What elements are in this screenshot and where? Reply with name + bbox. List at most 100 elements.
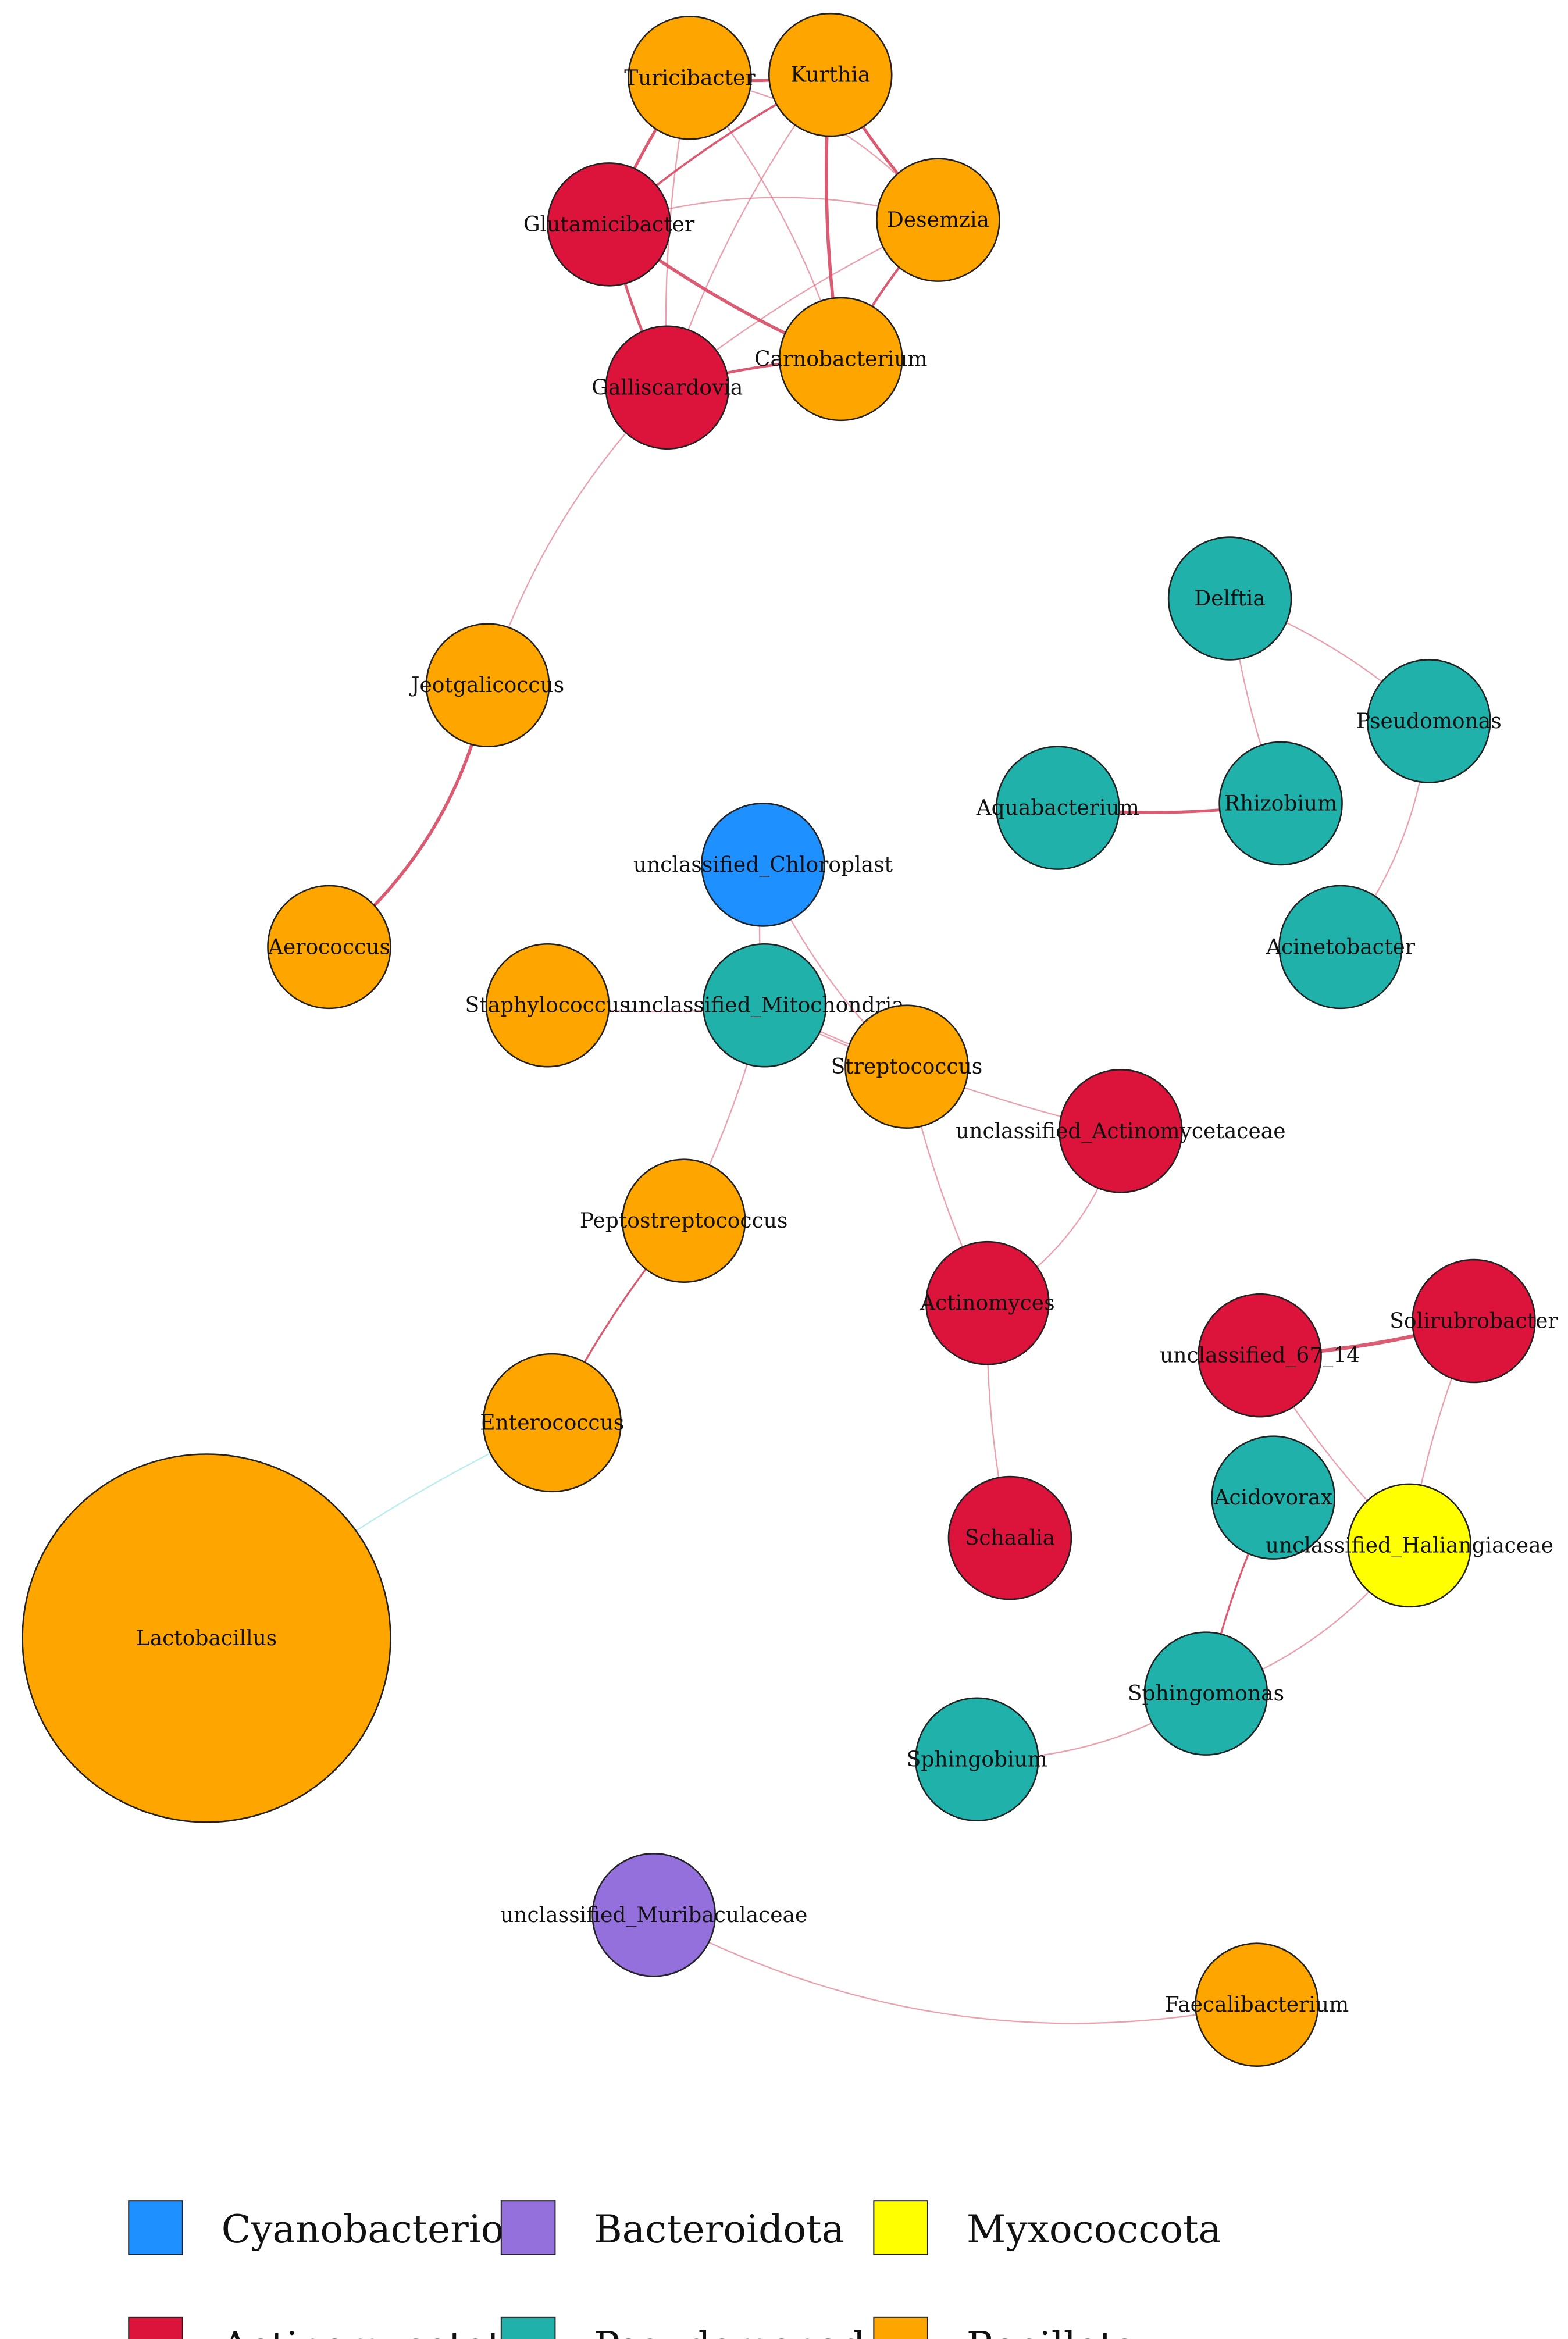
node-desemzia: Desemzia bbox=[876, 158, 1000, 282]
node-circle-streptococcus bbox=[844, 1004, 969, 1129]
node-circle-kurthia bbox=[768, 12, 893, 137]
node-aerococcus: Aerococcus bbox=[267, 885, 391, 1010]
node-circle-lactobacillus bbox=[22, 1453, 391, 1823]
node-label-streptococcus: Streptococcus bbox=[831, 1055, 983, 1079]
legend-item-bacillota: Bacillota bbox=[873, 2316, 1138, 2339]
legend-label-actinomycetota: Actinomycetota bbox=[221, 2324, 526, 2339]
node-label-glutamicibacter: Glutamicibacter bbox=[523, 213, 695, 237]
node-circle-aquabacterium bbox=[995, 746, 1120, 870]
node-circle-unc67_14 bbox=[1198, 1293, 1322, 1418]
node-streptococcus: Streptococcus bbox=[831, 1004, 983, 1129]
node-glutamicibacter: Glutamicibacter bbox=[523, 162, 695, 287]
node-chloroplast: unclassified_Chloroplast bbox=[633, 803, 893, 927]
node-label-staphylococcus: Staphylococcus bbox=[465, 994, 630, 1018]
node-unc67_14: unclassified_67_14 bbox=[1160, 1293, 1360, 1418]
node-circle-acidovorax bbox=[1211, 1435, 1335, 1560]
node-circle-enterococcus bbox=[482, 1353, 622, 1493]
node-circle-rhizobium bbox=[1218, 741, 1343, 866]
node-solirubrobacter: Solirubrobacter bbox=[1389, 1258, 1558, 1384]
node-label-desemzia: Desemzia bbox=[887, 208, 989, 232]
node-circle-actinomyces bbox=[925, 1240, 1050, 1365]
node-schaalia: Schaalia bbox=[947, 1475, 1072, 1600]
node-circle-jeotgalicoccus bbox=[425, 623, 550, 747]
node-delftia: Delftia bbox=[1167, 536, 1292, 661]
node-label-solirubrobacter: Solirubrobacter bbox=[1389, 1310, 1558, 1333]
edge-muribaculaceae-faecalibacterium bbox=[653, 1914, 1257, 2024]
node-label-aquabacterium: Aquabacterium bbox=[976, 796, 1139, 820]
node-carnobacterium: Carnobacterium bbox=[754, 297, 928, 422]
node-circle-faecalibacterium bbox=[1195, 1942, 1319, 2067]
node-label-lactobacillus: Lactobacillus bbox=[136, 1627, 277, 1650]
legend-swatch-cyanobacteriota bbox=[128, 2200, 183, 2255]
node-label-pseudomonas: Pseudomonas bbox=[1356, 709, 1502, 733]
node-actinomyces: Actinomyces bbox=[920, 1240, 1055, 1365]
node-label-sphingobium: Sphingobium bbox=[907, 1748, 1047, 1771]
node-turicibacter: Turicibacter bbox=[624, 15, 756, 140]
node-jeotgalicoccus: Jeotgalicoccus bbox=[409, 623, 564, 747]
legend-label-myxococcota: Myxococcota bbox=[967, 2207, 1221, 2252]
node-label-aerococcus: Aerococcus bbox=[268, 935, 390, 959]
node-circle-mitochondria bbox=[702, 943, 827, 1068]
node-label-rhizobium: Rhizobium bbox=[1224, 791, 1337, 815]
node-faecalibacterium: Faecalibacterium bbox=[1165, 1942, 1349, 2067]
legend-swatch-bacillota bbox=[873, 2316, 928, 2339]
legend-label-cyanobacteriota: Cyanobacteriota bbox=[222, 2207, 543, 2252]
node-circle-peptostreptococcus bbox=[621, 1158, 746, 1283]
node-circle-chloroplast bbox=[701, 803, 825, 927]
node-pseudomonas: Pseudomonas bbox=[1356, 659, 1502, 783]
node-enterococcus: Enterococcus bbox=[480, 1353, 624, 1493]
node-circle-acinetobacter bbox=[1278, 885, 1403, 1010]
node-aquabacterium: Aquabacterium bbox=[976, 746, 1139, 870]
node-peptostreptococcus: Peptostreptococcus bbox=[580, 1158, 788, 1283]
node-label-carnobacterium: Carnobacterium bbox=[754, 347, 928, 371]
node-label-turicibacter: Turicibacter bbox=[624, 66, 756, 90]
node-staphylococcus: Staphylococcus bbox=[465, 943, 630, 1068]
node-label-unc67_14: unclassified_67_14 bbox=[1160, 1344, 1360, 1368]
node-label-actinomyces: Actinomyces bbox=[920, 1292, 1054, 1315]
node-acinetobacter: Acinetobacter bbox=[1266, 885, 1416, 1010]
node-label-jeotgalicoccus: Jeotgalicoccus bbox=[409, 673, 564, 697]
legend-swatch-pseudomonadota bbox=[500, 2316, 556, 2339]
node-label-muribaculaceae: unclassified_Muribaculaceae bbox=[500, 1903, 807, 1927]
legend-swatch-bacteroidota bbox=[500, 2200, 556, 2255]
node-circle-actinomycetaceae bbox=[1059, 1069, 1183, 1193]
node-circle-sphingomonas bbox=[1143, 1631, 1268, 1756]
legend-label-bacillota: Bacillota bbox=[967, 2324, 1138, 2339]
node-label-peptostreptococcus: Peptostreptococcus bbox=[580, 1209, 788, 1233]
legend-item-bacteroidota: Bacteroidota bbox=[500, 2200, 844, 2255]
node-circle-sphingobium bbox=[915, 1697, 1039, 1822]
node-label-galliscardovia: Galliscardovia bbox=[591, 376, 743, 400]
node-circle-desemzia bbox=[876, 158, 1000, 282]
node-label-delftia: Delftia bbox=[1194, 587, 1265, 611]
legend-item-actinomycetota: Actinomycetota bbox=[128, 2316, 526, 2339]
node-circle-glutamicibacter bbox=[547, 162, 671, 287]
node-actinomycetaceae: unclassified_Actinomycetaceae bbox=[956, 1069, 1286, 1193]
node-lactobacillus: Lactobacillus bbox=[22, 1453, 391, 1823]
node-circle-pseudomonas bbox=[1366, 659, 1491, 783]
phylum-legend: Cyanobacteriota Bacteroidota MyxococcotaAc… bbox=[128, 2200, 1221, 2339]
node-acidovorax: Acidovorax bbox=[1211, 1435, 1335, 1560]
node-label-actinomycetaceae: unclassified_Actinomycetaceae bbox=[956, 1119, 1285, 1143]
node-label-enterococcus: Enterococcus bbox=[480, 1411, 624, 1435]
node-circle-aerococcus bbox=[267, 885, 391, 1010]
node-rhizobium: Rhizobium bbox=[1218, 741, 1343, 866]
node-label-chloroplast: unclassified_Chloroplast bbox=[633, 853, 893, 877]
node-circle-turicibacter bbox=[628, 15, 752, 140]
node-circle-schaalia bbox=[947, 1475, 1072, 1600]
node-circle-galliscardovia bbox=[605, 325, 730, 450]
node-circle-haliangiaceae bbox=[1347, 1483, 1472, 1608]
node-label-faecalibacterium: Faecalibacterium bbox=[1165, 1993, 1349, 2017]
node-label-sphingomonas: Sphingomonas bbox=[1128, 1682, 1284, 1706]
node-sphingobium: Sphingobium bbox=[907, 1697, 1047, 1822]
node-circle-delftia bbox=[1167, 536, 1292, 661]
legend-label-bacteroidota: Bacteroidota bbox=[594, 2207, 844, 2252]
node-mitochondria: unclassified_Mitochondria bbox=[625, 943, 904, 1068]
node-label-kurthia: Kurthia bbox=[790, 63, 870, 87]
legend-swatch-actinomycetota bbox=[128, 2316, 183, 2339]
node-label-schaalia: Schaalia bbox=[965, 1527, 1055, 1550]
legend-label-pseudomonadota: Pseudomonadota bbox=[594, 2324, 926, 2339]
node-circle-muribaculaceae bbox=[591, 1853, 716, 1977]
legend-item-pseudomonadota: Pseudomonadota bbox=[500, 2316, 926, 2339]
